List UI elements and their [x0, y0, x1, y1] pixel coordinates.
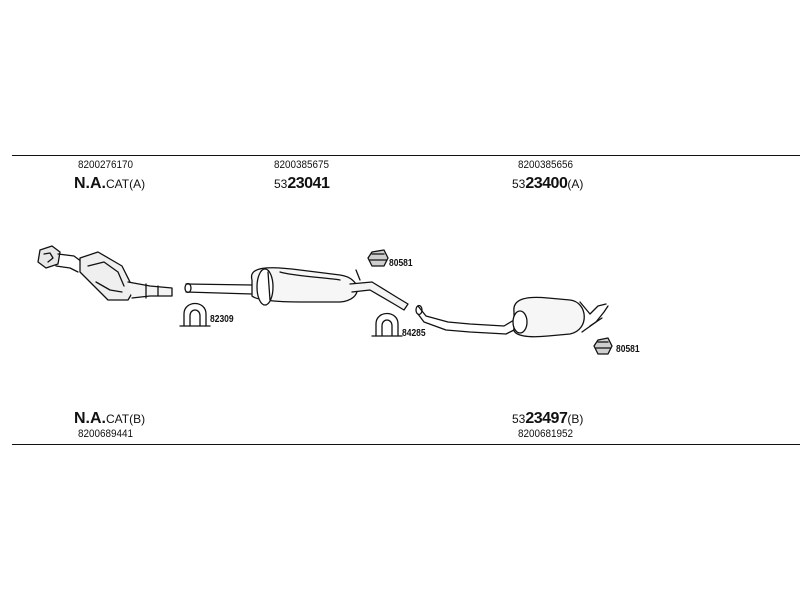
middle-pipe-silencer — [184, 267, 409, 311]
rear-pipe-silencer — [415, 296, 609, 338]
code-suffix: CAT(A) — [106, 177, 146, 191]
part-code-rear-silencer-a: 5323400(A) — [512, 176, 583, 192]
top-divider — [12, 155, 800, 156]
tag-rubber-mount-middle: 80581 — [389, 258, 413, 269]
code-bold: 23041 — [287, 175, 330, 192]
part-code-middle-pipe: 5323041 — [274, 175, 330, 192]
code-prefix: 53 — [512, 177, 526, 191]
code-bold: N.A. — [74, 175, 106, 192]
bottom-divider — [12, 444, 800, 445]
code-bold: N.A. — [74, 410, 106, 427]
part-number-middle-pipe: 8200385675 — [274, 159, 330, 171]
code-suffix: (B) — [567, 412, 584, 426]
tag-clamp-middle: 84285 — [402, 328, 426, 339]
code-suffix: (A) — [567, 177, 584, 191]
part-code-front-cat-b: N.A.CAT(B) — [74, 411, 145, 427]
code-suffix: CAT(B) — [106, 412, 146, 426]
part-number-front-cat-a: 8200276170 — [78, 159, 134, 171]
tag-rubber-mount-rear: 80581 — [616, 344, 640, 355]
tag-clamp-front: 82309 — [210, 314, 234, 325]
part-number-rear-silencer-b: 8200681952 — [518, 428, 574, 440]
clamp-icon — [371, 312, 403, 337]
part-code-rear-silencer-b: 5323497(B) — [512, 411, 583, 427]
code-bold: 23400 — [525, 175, 568, 192]
rubber-mount-icon — [593, 337, 613, 355]
code-prefix: 53 — [274, 177, 288, 191]
rubber-mount-icon — [367, 249, 389, 267]
code-bold: 23497 — [525, 410, 568, 427]
clamp-icon — [179, 302, 211, 327]
part-number-rear-silencer-a: 8200385656 — [518, 159, 574, 171]
code-prefix: 53 — [512, 412, 526, 426]
catalytic-converter-front-pipe — [37, 245, 173, 301]
part-code-front-cat-a: N.A.CAT(A) — [74, 176, 145, 192]
part-number-front-cat-b: 8200689441 — [78, 428, 134, 440]
